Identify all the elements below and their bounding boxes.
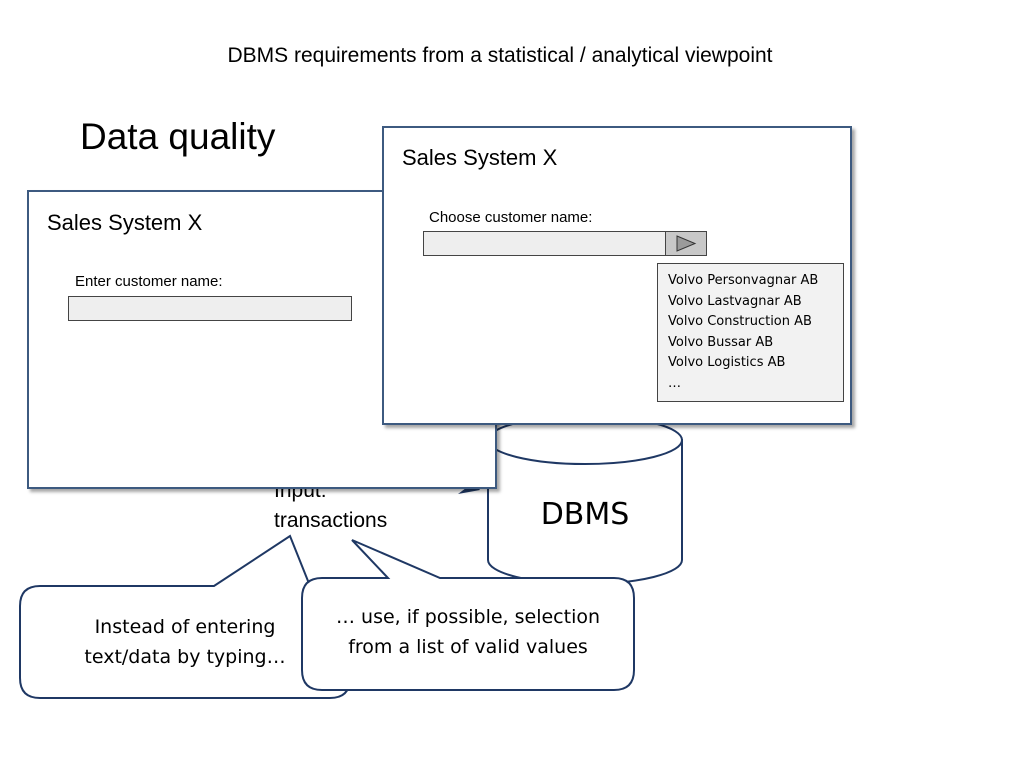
callout-left-line1: Instead of entering <box>94 616 276 638</box>
customer-name-select[interactable] <box>423 231 667 256</box>
callout-left-text: Instead of entering text/data by typing… <box>30 612 340 672</box>
customer-option[interactable]: Volvo Bussar AB <box>668 334 774 350</box>
section-title: Data quality <box>80 116 276 157</box>
dbms-cylinder <box>487 415 683 585</box>
sales-window-selection: Sales System X Choose customer name: Vol… <box>382 126 852 425</box>
customer-option[interactable]: … <box>668 375 681 391</box>
window-title: Sales System X <box>402 145 558 170</box>
callout-right-line2: from a list of valid values <box>348 636 588 658</box>
callout-left-line2: text/data by typing… <box>84 646 286 668</box>
callout-right-text: … use, if possible, selection from a lis… <box>304 602 632 662</box>
customer-option[interactable]: Volvo Construction AB <box>668 314 812 329</box>
customer-option[interactable]: Volvo Lastvagnar AB <box>668 293 802 309</box>
page-title: DBMS requirements from a statistical / a… <box>227 44 773 67</box>
input-transactions-line2: transactions <box>274 509 388 532</box>
callout-right-line1: … use, if possible, selection <box>335 606 601 628</box>
callout-right-bubble <box>301 539 635 691</box>
dbms-label: DBMS <box>540 497 630 532</box>
field-label: Enter customer name: <box>75 273 223 290</box>
window-title: Sales System X <box>47 210 203 235</box>
dropdown-button[interactable] <box>665 231 707 256</box>
customer-options-list: Volvo Personvagnar AB Volvo Lastvagnar AB… <box>657 263 844 402</box>
customer-option[interactable]: Volvo Personvagnar AB <box>668 273 819 288</box>
customer-option[interactable]: Volvo Logistics AB <box>668 355 786 370</box>
customer-name-input[interactable] <box>68 296 352 321</box>
field-label: Choose customer name: <box>429 209 593 226</box>
triangle-right-icon <box>676 235 697 252</box>
